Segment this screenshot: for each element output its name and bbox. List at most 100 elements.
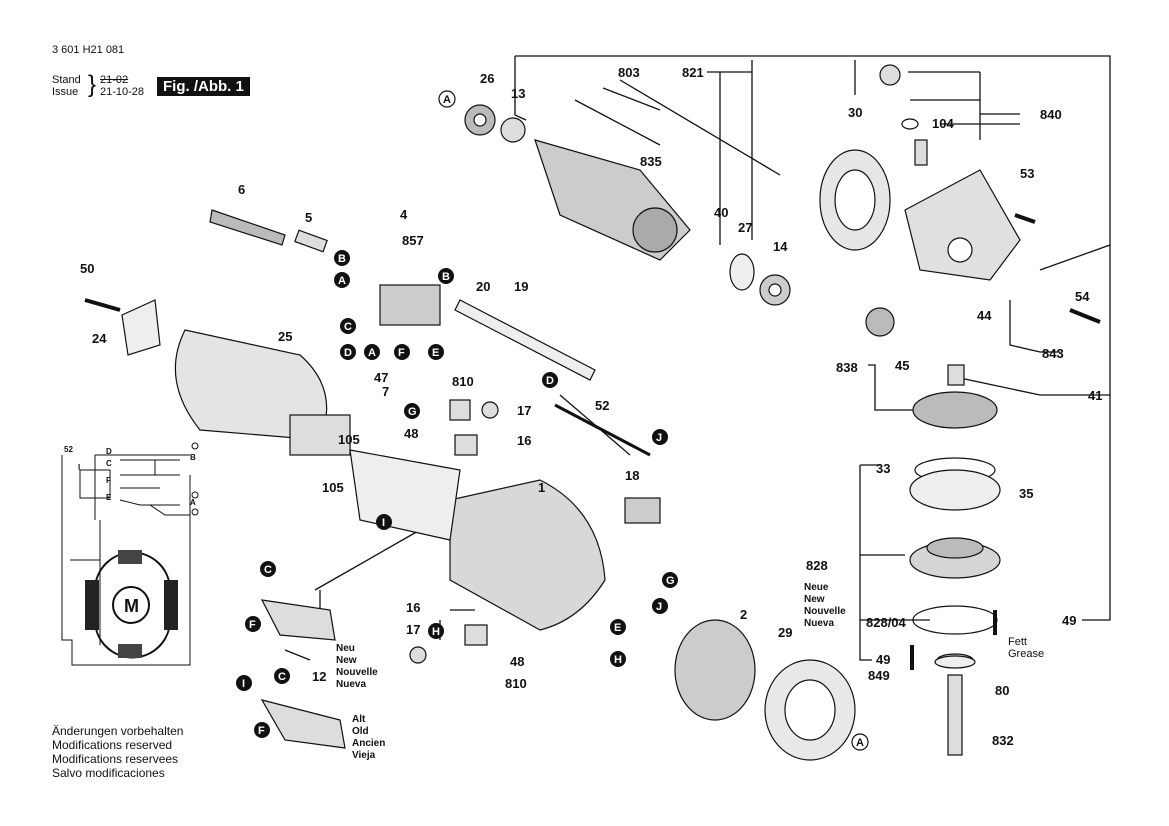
connector-j-rod: J [652,429,668,445]
connector-a-top: A [334,272,350,288]
part-24: 24 [92,331,107,346]
connector-a-bearing: A [438,90,456,108]
svg-text:J: J [656,432,662,444]
svg-text:C: C [344,321,352,333]
part-45: 45 [895,358,909,373]
svg-text:I: I [242,678,245,690]
footer-line-es: Salvo modificaciones [52,766,165,780]
svg-text:C: C [278,671,286,683]
connector-markers: B A B C D A F E D G J I C F G J E H H C … [236,250,678,738]
part-44: 44 [977,308,992,323]
svg-text:F: F [398,347,405,359]
part-803: 803 [618,65,640,80]
brace: } [88,71,97,98]
part-50: 50 [80,261,94,276]
part-54: 54 [1075,289,1090,304]
part-7: 7 [382,384,389,399]
part-29: 29 [778,625,792,640]
svg-text:F: F [258,725,265,737]
svg-text:A: A [443,94,451,106]
connector-e-field: E [610,619,626,635]
part-shapes [84,64,1101,761]
part-104: 104 [932,116,954,131]
part-4: 4 [400,207,408,222]
part-13: 13 [511,86,525,101]
svg-text:I: I [382,517,385,529]
part-810-b: 810 [505,676,527,691]
wiring-label-b: B [190,453,196,462]
part-52: 52 [595,398,609,413]
connector-f-old: F [254,722,270,738]
part-857: 857 [402,233,424,248]
part-80: 80 [995,683,1009,698]
connector-b-top: B [334,250,350,266]
part-25: 25 [278,329,292,344]
svg-text:H: H [614,654,622,666]
connector-c-new: C [260,561,276,577]
part-49-b: 49 [876,652,890,667]
part-16: 16 [517,433,531,448]
connector-a-cover: A [851,733,869,751]
connector-f-new: F [245,616,261,632]
part-35: 35 [1019,486,1033,501]
svg-text:H: H [432,626,440,638]
part-41: 41 [1088,388,1102,403]
connector-j-field: J [652,598,668,614]
svg-text:A: A [338,275,346,287]
wiring-label-i: I [78,463,80,472]
svg-text:D: D [344,347,352,359]
wiring-label-52: 52 [64,445,73,454]
part-1: 1 [538,480,545,495]
svg-text:B: B [442,271,450,283]
part-5: 5 [305,210,312,225]
wiring-label-e: E [106,493,112,502]
footer-line-fr: Modifications reservees [52,752,179,766]
figure-badge: Fig. /Abb. 1 [157,77,250,96]
wiring-label-d: D [106,447,112,456]
svg-text:B: B [338,253,346,265]
part-19: 19 [514,279,528,294]
wiring-schematic [61,454,191,666]
connector-markers-outline: A A [438,90,869,751]
part-12: 12 [312,669,326,684]
connector-i-old: I [236,675,252,691]
part-47: 47 [374,370,388,385]
connector-b-switch: B [438,268,454,284]
svg-text:M: M [124,596,139,616]
connector-d-switch: D [340,344,356,360]
part-18: 18 [625,468,639,483]
part-17-b: 17 [406,622,420,637]
part-6: 6 [238,182,245,197]
part-835: 835 [640,154,662,169]
footer-line-de: Änderungen vorbehalten [52,724,184,738]
part-40: 40 [714,205,728,220]
svg-text:A: A [856,737,864,749]
part-2: 2 [740,607,747,622]
part-49-a: 49 [1062,613,1076,628]
wiring-label-a: A [190,498,196,507]
part-840: 840 [1040,107,1062,122]
part-105-a: 105 [338,432,360,447]
stand-label: Stand [52,74,81,86]
part-33: 33 [876,461,890,476]
connector-c-old: C [274,668,290,684]
part-821: 821 [682,65,704,80]
connector-c-switch: C [340,318,356,334]
part-849: 849 [868,668,890,683]
connector-i-housing: I [376,514,392,530]
svg-text:E: E [614,622,621,634]
part-number-labels: 26 13 803 821 30 840 104 835 53 6 4 857 … [80,65,1102,748]
part-17: 17 [517,403,531,418]
part-105-b: 105 [322,480,344,495]
part-828-04: 828/04 [866,615,907,630]
connector-h-field: H [610,651,626,667]
part-810: 810 [452,374,474,389]
motor-symbol: M [85,550,178,659]
svg-text:E: E [432,347,439,359]
connector-e-switch: E [428,344,444,360]
